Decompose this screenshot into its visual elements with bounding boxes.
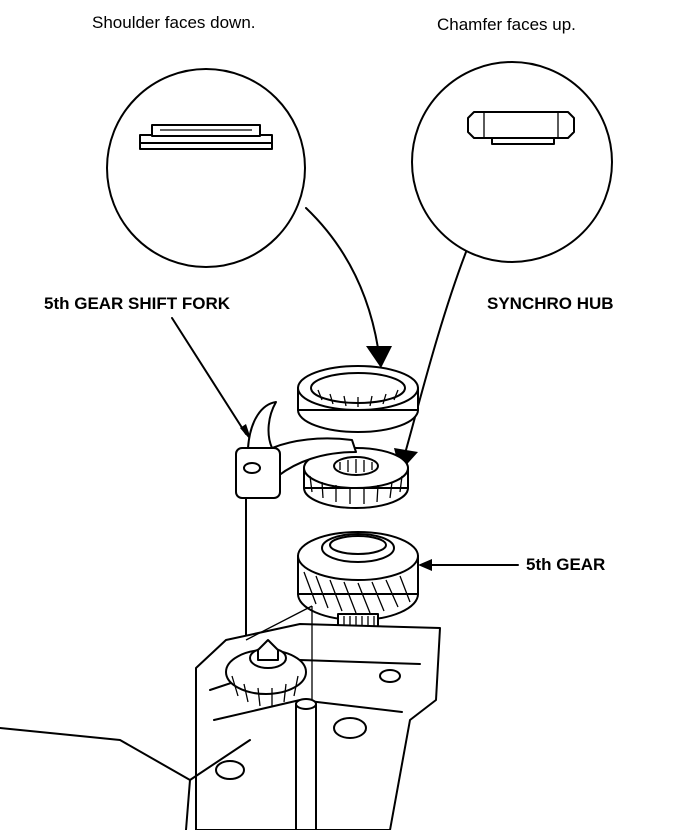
shift-fork [235, 401, 357, 641]
arrow-fork-leader [171, 317, 252, 442]
shoulder-detail-circle [106, 68, 306, 268]
arrow-5th-gear-leader [418, 559, 519, 571]
fork-shaft [295, 698, 317, 830]
shoulder-part-icon [139, 124, 273, 150]
callout-right-text: Chamfer faces up. [437, 15, 576, 34]
label-synchro-hub: SYNCHRO HUB [487, 294, 614, 313]
chamfer-part-icon [467, 111, 575, 145]
synchro-hub [303, 447, 409, 509]
chamfer-detail-circle [411, 61, 613, 263]
arrow-shoulder-to-sleeve [305, 207, 392, 368]
synchro-sleeve [297, 365, 419, 433]
countershaft-gear [225, 639, 307, 707]
label-shift-fork: 5th GEAR SHIFT FORK [44, 294, 231, 313]
fifth-gear [297, 531, 419, 621]
label-5th-gear: 5th GEAR [526, 555, 605, 574]
transmission-case [0, 605, 441, 830]
arrow-chamfer-to-hub [394, 251, 467, 472]
callout-left-text: Shoulder faces down. [92, 13, 256, 32]
